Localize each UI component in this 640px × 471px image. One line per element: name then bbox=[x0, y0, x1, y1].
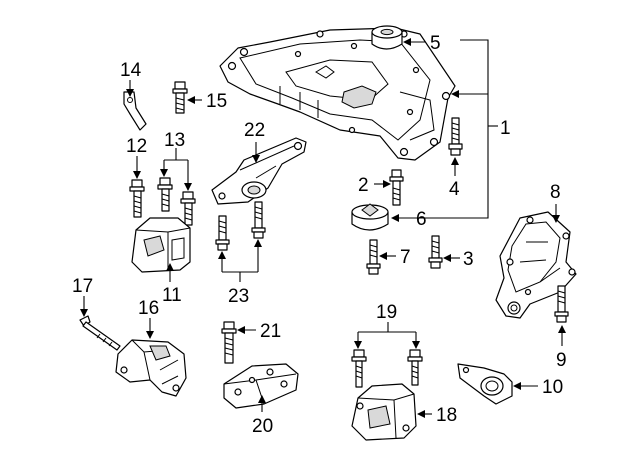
callout-1: 1 bbox=[500, 118, 511, 139]
bracket-part-14 bbox=[123, 91, 147, 131]
callout-8: 8 bbox=[550, 182, 561, 203]
callout-labels: 1 2 3 4 5 6 7 8 9 10 11 12 13 14 15 16 1… bbox=[72, 33, 567, 437]
callout-4: 4 bbox=[449, 179, 460, 200]
bolt-part-23-left bbox=[215, 215, 230, 251]
callout-21: 21 bbox=[260, 321, 281, 342]
bolt-part-3 bbox=[428, 235, 443, 269]
callout-9: 9 bbox=[556, 350, 567, 371]
bolt-part-13-left bbox=[157, 177, 173, 212]
callout-13: 13 bbox=[164, 130, 185, 151]
callout-14: 14 bbox=[120, 60, 142, 81]
callout-18: 18 bbox=[436, 405, 457, 426]
bolt-part-13-right bbox=[180, 191, 196, 226]
callout-19: 19 bbox=[376, 302, 397, 323]
bushing-part-5 bbox=[371, 25, 403, 50]
bracket-part-8 bbox=[495, 211, 577, 319]
callout-20: 20 bbox=[252, 416, 273, 437]
bushing-part-6 bbox=[351, 203, 389, 231]
callout-5: 5 bbox=[430, 33, 441, 54]
clamp-part-10 bbox=[457, 363, 513, 405]
callout-6: 6 bbox=[416, 209, 427, 230]
callout-3: 3 bbox=[463, 249, 474, 270]
bolt-part-9 bbox=[554, 285, 569, 323]
callout-16: 16 bbox=[138, 298, 159, 319]
callout-12: 12 bbox=[126, 136, 147, 157]
mount-part-18 bbox=[351, 383, 417, 441]
bolt-part-7 bbox=[366, 239, 381, 275]
bolt-part-17 bbox=[79, 315, 121, 351]
bolt-part-19-left bbox=[351, 349, 367, 388]
leader-lines bbox=[80, 38, 566, 418]
callout-23: 23 bbox=[228, 286, 249, 307]
callout-7: 7 bbox=[400, 247, 411, 268]
bolt-part-19-right bbox=[407, 349, 423, 386]
mount-part-16 bbox=[115, 339, 187, 397]
bracket-part-20 bbox=[223, 363, 299, 409]
callout-10: 10 bbox=[542, 377, 563, 398]
callout-17: 17 bbox=[72, 276, 93, 297]
callout-22: 22 bbox=[244, 120, 265, 141]
bolt-part-15 bbox=[172, 81, 188, 114]
bolt-part-23-right bbox=[251, 201, 266, 239]
torque-arm-part-22 bbox=[211, 137, 307, 205]
bolt-part-2 bbox=[389, 169, 404, 206]
bolt-part-21 bbox=[221, 321, 237, 364]
callout-15: 15 bbox=[206, 91, 227, 112]
callout-11: 11 bbox=[162, 285, 182, 306]
callout-2: 2 bbox=[358, 175, 369, 196]
bolt-part-4 bbox=[448, 117, 463, 156]
mount-part-11 bbox=[131, 217, 191, 273]
bolt-part-12 bbox=[129, 179, 145, 218]
